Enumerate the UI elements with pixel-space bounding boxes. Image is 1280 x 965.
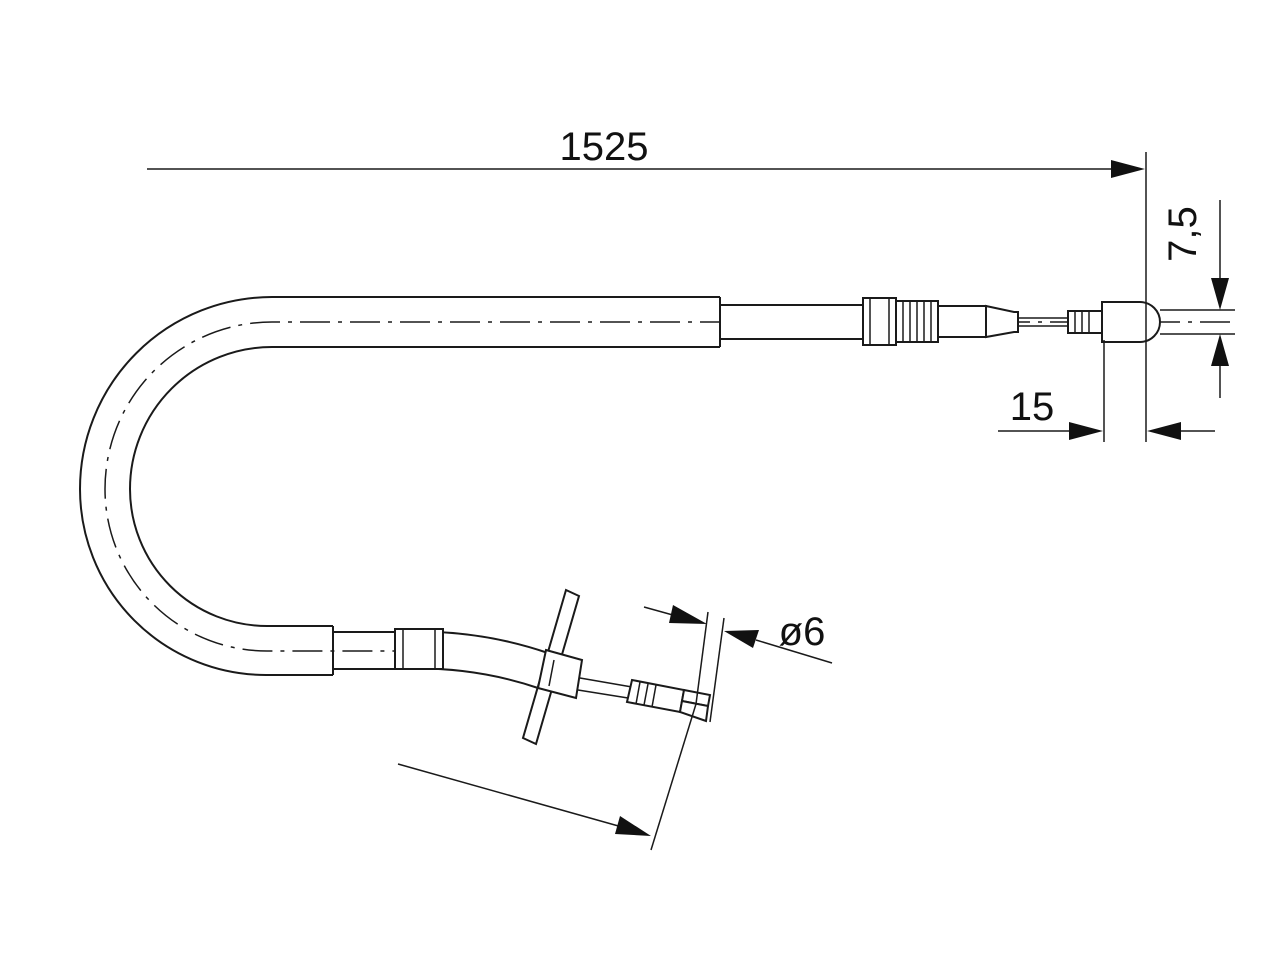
dimension-end-length: 15 [998,340,1215,442]
dimension-lower-length [397,703,697,851]
left-end-fitting [333,588,712,746]
right-end-fitting [719,297,1161,346]
dimension-label-diameter: ø6 [779,610,826,654]
dimension-label-end-length: 15 [1010,385,1055,429]
dimension-label-end-offset: 7,5 [1161,206,1205,262]
cable-sheath [78,296,721,676]
dimension-end-offset: 7,5 [1160,200,1235,398]
dimension-diameter: ø6 [643,605,833,723]
cable-centerline [104,321,1230,652]
dimension-overall-length: 1525 [147,125,1147,442]
dimension-label-overall-length: 1525 [560,125,649,169]
